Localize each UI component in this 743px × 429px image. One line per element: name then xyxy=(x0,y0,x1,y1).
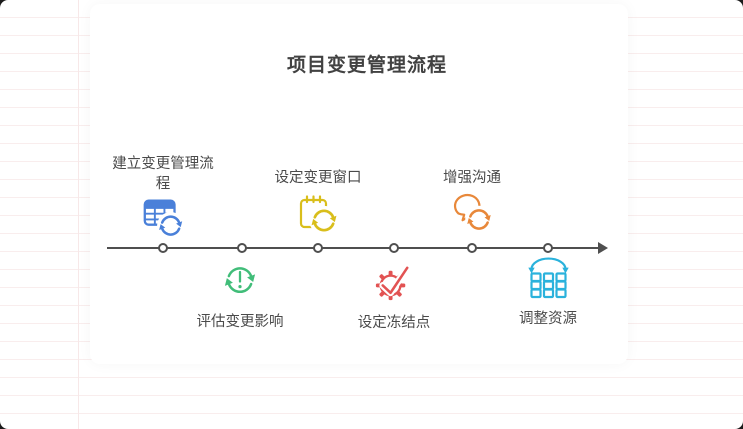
columns-swap-icon xyxy=(524,256,573,302)
gear-check-icon xyxy=(371,258,418,305)
alert-sync-icon xyxy=(218,261,262,303)
timeline-item-change-window: 设定变更窗口 xyxy=(243,169,393,242)
timeline-node xyxy=(467,243,477,253)
timeline-node xyxy=(158,243,168,253)
item-label: 建立变更管理流程 xyxy=(112,156,214,192)
timeline-node xyxy=(237,243,247,253)
table-sync-icon xyxy=(139,194,187,240)
timeline-node xyxy=(313,243,323,253)
item-label: 调整资源 xyxy=(519,311,577,327)
item-label: 设定变更窗口 xyxy=(274,170,362,186)
timeline-item-freeze-point: 设定冻结点 xyxy=(319,258,469,334)
page-title: 项目变更管理流程 xyxy=(286,55,447,76)
calendar-sync-icon xyxy=(294,189,342,237)
timeline-item-establish-process: 建立变更管理流程 xyxy=(88,155,238,245)
timeline-item-assess-impact: 评估变更影响 xyxy=(165,261,315,333)
item-label: 评估变更影响 xyxy=(196,314,284,330)
timeline-item-communication: 增强沟通 xyxy=(397,169,547,242)
timeline-axis xyxy=(107,247,602,249)
timeline-item-adjust-resources: 调整资源 xyxy=(473,256,623,330)
chat-sync-icon xyxy=(448,189,496,237)
timeline-arrowhead-icon xyxy=(598,242,608,254)
item-label: 增强沟通 xyxy=(443,170,501,186)
timeline-node xyxy=(543,243,553,253)
timeline-node xyxy=(389,243,399,253)
diagram-card xyxy=(90,4,628,364)
item-label: 设定冻结点 xyxy=(357,315,431,331)
